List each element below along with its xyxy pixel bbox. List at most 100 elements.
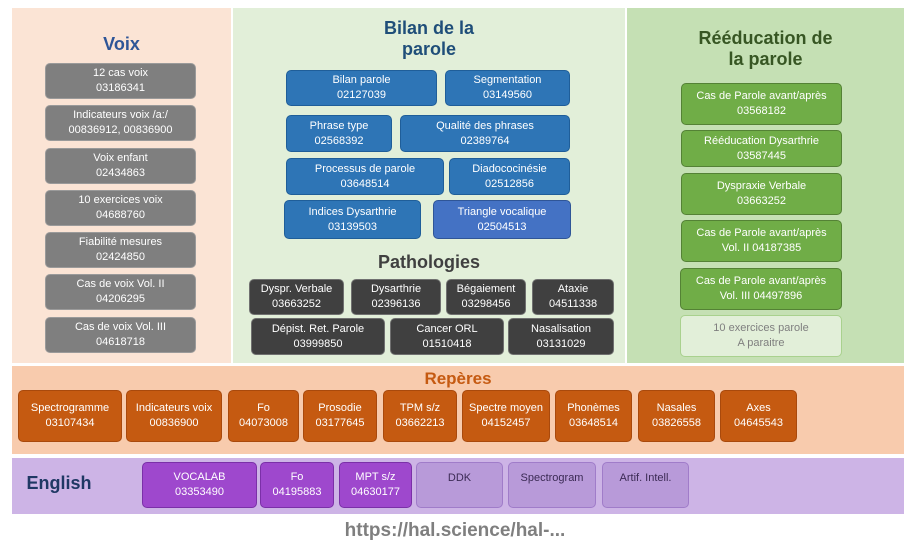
item-label: Fo	[257, 402, 270, 414]
reeducation-item[interactable]: Cas de Parole avant/après 03568182	[681, 83, 842, 125]
item-code: 02512856	[485, 177, 534, 190]
item-code: 04206295	[96, 293, 145, 305]
reeducation-title: Rééducation de la parole	[627, 28, 904, 70]
item-code: 03662213	[395, 417, 445, 429]
item-label: Phrase type	[309, 119, 369, 132]
item-label: Fo	[290, 471, 304, 483]
item-label: Nasalisation	[531, 322, 591, 335]
item-label: TPM s/z	[399, 402, 441, 414]
item-label: Rééducation Dysarthrie	[704, 134, 819, 147]
pathology-item[interactable]: Dyspr. Verbale 03663252	[249, 279, 344, 315]
item-label: Cas de voix Vol. II	[76, 278, 165, 290]
item-label: VOCALAB	[173, 471, 226, 483]
item-code: 03663252	[272, 298, 321, 310]
item-code: 03568182	[737, 105, 786, 117]
item-label: Dyspraxie Verbale	[716, 180, 807, 192]
item-code: 04645543	[734, 417, 783, 429]
voix-item[interactable]: Indicateurs voix /a:/ 00836912, 00836900	[45, 105, 196, 141]
english-item[interactable]: Fo 04195883	[260, 462, 334, 508]
item-code: 02396136	[371, 298, 421, 310]
footer-url[interactable]: https://hal.science/hal-...	[344, 520, 566, 541]
item-code: 04152457	[481, 417, 531, 429]
item-code: 04073008	[239, 417, 288, 429]
item-label: Nasales	[656, 402, 697, 414]
english-item-upcoming[interactable]: Spectrogram	[508, 462, 596, 508]
item-label: Bégaiement	[456, 283, 516, 295]
item-label: Diadococinésie	[472, 162, 547, 175]
repere-item[interactable]: TPM s/z 03662213	[383, 390, 457, 442]
item-code: 04688760	[96, 209, 145, 221]
item-label: Fiabilité mesures	[78, 236, 163, 248]
bilan-item[interactable]: Processus de parole 03648514	[286, 158, 444, 195]
item-code: 03177645	[315, 417, 365, 429]
item-label: Spectre moyen	[469, 402, 543, 414]
item-code: 02504513	[477, 220, 527, 233]
item-code: 03139503	[328, 220, 377, 233]
item-label: Cas de Parole avant/après	[695, 275, 827, 287]
item-label: Cas de voix Vol. III	[74, 321, 167, 333]
item-label: 10 exercices parole	[713, 322, 809, 334]
reeducation-item-upcoming[interactable]: 10 exercices parole A paraitre	[680, 315, 842, 357]
voix-item[interactable]: Cas de voix Vol. II 04206295	[45, 274, 196, 310]
reeducation-item[interactable]: Dyspraxie Verbale 03663252	[681, 173, 842, 215]
item-label: Cas de Parole avant/après	[696, 90, 827, 102]
english-item-upcoming[interactable]: DDK	[416, 462, 503, 508]
item-code: Vol. III 04497896	[719, 290, 803, 302]
item-label: Processus de parole	[314, 162, 416, 175]
repere-item[interactable]: Nasales 03826558	[638, 390, 715, 442]
item-code: 00836900	[149, 417, 199, 429]
item-code: 04630177	[351, 486, 400, 498]
item-code: 04195883	[272, 486, 322, 498]
repere-item[interactable]: Fo 04073008	[228, 390, 299, 442]
item-label: Dyspr. Verbale	[260, 283, 333, 295]
item-label: Dépist. Ret. Parole	[271, 322, 365, 335]
item-label: Qualité des phrases	[436, 119, 534, 132]
item-code: 03648514	[340, 177, 390, 190]
item-label: Indices Dysarthrie	[308, 205, 397, 218]
item-label: Spectrogramme	[30, 402, 110, 414]
repere-item[interactable]: Spectre moyen 04152457	[462, 390, 550, 442]
item-label: MPT s/z	[355, 471, 396, 483]
bilan-item[interactable]: Diadococinésie 02512856	[449, 158, 570, 195]
english-item[interactable]: MPT s/z 04630177	[339, 462, 412, 508]
item-code: 03663252	[737, 195, 786, 207]
item-label: Artif. Intell.	[619, 472, 672, 484]
item-label: Spectrogram	[520, 472, 584, 484]
item-code: A paraitre	[737, 337, 785, 349]
voix-item[interactable]: Cas de voix Vol. III 04618718	[45, 317, 196, 353]
item-code: 03587445	[737, 149, 786, 162]
item-label: Indicateurs voix /a:/	[73, 109, 168, 121]
english-item-upcoming[interactable]: Artif. Intell.	[602, 462, 689, 508]
item-code: 00836912, 00836900	[68, 124, 173, 136]
reeducation-item[interactable]: Rééducation Dysarthrie 03587445	[681, 130, 842, 167]
bilan-item[interactable]: Indices Dysarthrie 03139503	[284, 200, 421, 239]
item-code: 03826558	[652, 417, 701, 429]
item-code: 04618718	[96, 336, 145, 348]
reeducation-title-line2: la parole	[728, 49, 803, 69]
item-code: 02434863	[96, 167, 145, 179]
bilan-title: Bilan de la parole	[233, 18, 625, 60]
